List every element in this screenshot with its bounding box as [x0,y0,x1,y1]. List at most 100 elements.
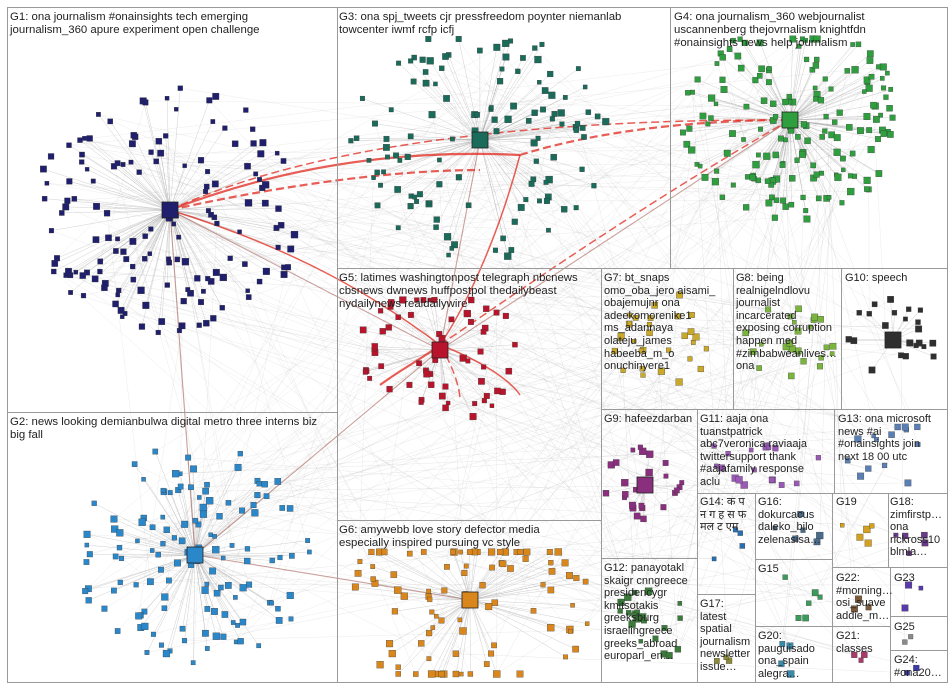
edge [138,325,183,616]
edge [493,68,770,646]
edge [88,529,736,589]
edge [469,483,797,553]
edge [583,79,698,138]
node [868,366,876,374]
node [279,505,286,511]
edge [132,209,171,267]
edge [624,348,793,483]
edge [163,491,855,656]
edge [190,293,921,589]
edge [407,139,481,158]
edge-brown [169,209,441,351]
node [802,614,809,622]
edge [469,577,577,601]
edge [479,139,535,144]
node [697,365,704,373]
node [463,563,469,569]
node [212,534,217,539]
node [795,305,802,313]
node [921,539,929,547]
edge [525,199,746,333]
node [714,168,720,174]
node [251,509,259,517]
edge [474,57,723,131]
node [79,272,86,279]
edge [397,189,656,639]
node [929,339,937,347]
node [703,346,709,352]
edge [479,129,577,141]
node [902,639,908,645]
hub-node [884,331,902,349]
node [448,316,455,323]
node [788,201,795,208]
node [735,476,743,484]
node [489,105,494,110]
edge [117,294,429,597]
node [752,77,759,84]
node [815,455,821,461]
edge [373,139,481,178]
edge [169,209,248,291]
edge [479,139,512,251]
node [510,102,517,110]
node [646,329,653,336]
edge [485,327,715,447]
node [426,656,432,662]
node [511,218,518,225]
node [573,127,579,133]
node [370,576,376,582]
node [537,80,542,85]
edge [198,353,833,549]
node [540,106,546,113]
node [803,208,809,214]
edge [184,554,196,641]
node [663,473,669,479]
node [379,328,386,335]
node [430,625,436,630]
node [155,138,163,145]
node [414,297,420,303]
node [197,495,202,500]
edge [169,554,196,652]
edge [441,599,471,675]
edge [396,139,481,156]
node [537,198,542,204]
edge-brown [194,554,471,601]
node [185,287,191,293]
edge [145,305,769,448]
node [275,205,282,212]
node [856,533,864,541]
edge [439,184,467,594]
node [442,383,449,390]
node [813,538,821,546]
edge [732,40,918,428]
node [886,105,893,112]
edge [474,114,522,208]
node [404,153,411,160]
node [551,111,558,117]
node [307,549,312,555]
edge [496,484,782,675]
node [305,538,311,543]
node [832,119,838,125]
node [850,605,858,613]
node [582,84,588,90]
node [846,124,853,131]
node [354,569,362,577]
edge [169,208,279,211]
edge [469,589,551,601]
edge [467,313,679,317]
node [222,125,228,131]
node [212,268,220,276]
node [150,631,156,637]
node [455,174,462,181]
edge-brown [194,349,441,556]
edge [759,367,877,440]
node [128,140,136,148]
edge [166,529,280,621]
node [83,530,91,538]
edge [416,134,891,301]
edge [99,40,511,272]
node [680,129,686,136]
